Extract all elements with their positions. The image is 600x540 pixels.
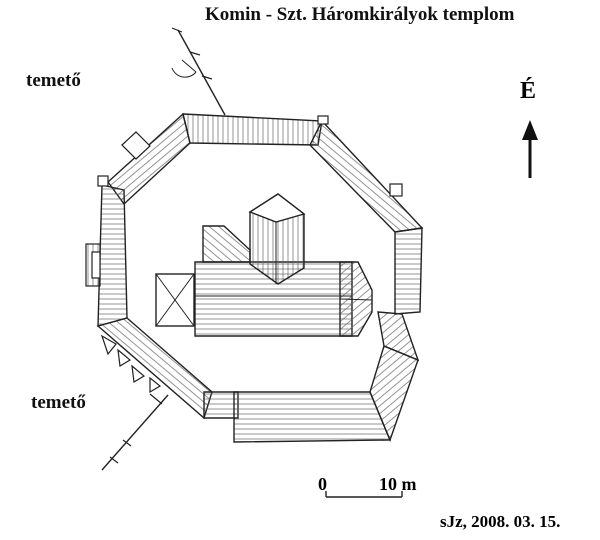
diagram-title: Komin - Szt. Háromkirályok templom — [205, 4, 515, 25]
cemetery-label-bottom: temető — [31, 392, 86, 413]
scale-bar — [325, 491, 403, 498]
scale-start-label: 0 — [318, 474, 327, 494]
north-arrow-icon — [522, 120, 538, 178]
cemetery-label-top: temető — [26, 70, 81, 91]
north-label: É — [520, 78, 537, 104]
church-building — [155, 193, 373, 337]
scale-end-label: 10 m — [379, 474, 417, 494]
fortification-wall — [96, 112, 424, 443]
wall-buttresses — [85, 115, 403, 394]
path-bottom — [101, 393, 169, 471]
signature: sJz, 2008. 03. 15. — [440, 512, 561, 531]
path-top — [171, 27, 226, 116]
